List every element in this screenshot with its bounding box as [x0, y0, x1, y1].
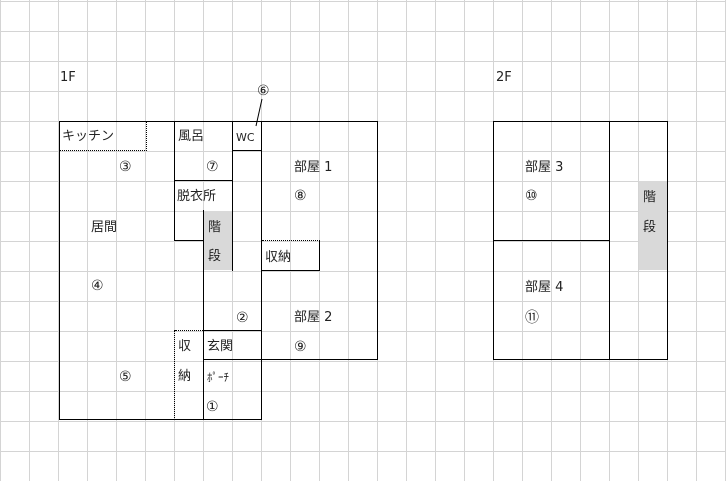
room-label-storage: 収納: [265, 250, 292, 265]
room-label-room2: 部屋 2: [294, 310, 333, 325]
wall: [174, 240, 204, 241]
marker-4: ④: [91, 278, 104, 294]
room-label-stairs-2f-1: 階: [643, 190, 657, 205]
marker-10: ⑩: [525, 188, 538, 204]
wall: [261, 359, 378, 360]
wall: [203, 359, 262, 360]
wall: [319, 240, 320, 271]
room-label-kitchen: キッチン: [62, 129, 115, 144]
room-label-room4: 部屋 4: [525, 280, 564, 295]
marker-11: ⑪: [525, 310, 539, 326]
wall: [203, 330, 262, 331]
wall: [59, 121, 378, 122]
room-label-storage-vertical-2: 納: [178, 369, 192, 384]
wall: [174, 180, 233, 181]
wall: [261, 270, 320, 271]
wall: [377, 121, 378, 360]
wall: [667, 121, 668, 360]
marker-3: ③: [119, 159, 132, 175]
wall: [261, 330, 262, 420]
wall: [493, 359, 668, 360]
marker-6: ⑥: [257, 83, 270, 99]
floor-label-1f: 1F: [60, 70, 76, 85]
room-label-stairs-2: 段: [208, 249, 222, 264]
wall: [59, 121, 60, 420]
marker-9: ⑨: [294, 339, 307, 355]
marker-1: ①: [206, 399, 219, 415]
wall: [59, 419, 262, 420]
room-label-wc: WC: [236, 131, 255, 144]
room-label-entrance: 玄関: [207, 339, 234, 354]
storage-divider: [175, 330, 203, 331]
storage-divider: [262, 240, 320, 241]
room-label-stairs-1: 階: [208, 220, 222, 235]
wall: [493, 121, 668, 122]
marker-8: ⑧: [294, 188, 307, 204]
marker-7: ⑦: [206, 159, 219, 175]
wall: [174, 121, 175, 241]
room-label-living: 居間: [91, 220, 118, 235]
wall: [261, 121, 262, 331]
floor-label-2f: 2F: [496, 70, 512, 85]
wall: [493, 240, 610, 241]
room-label-stairs-2f-2: 段: [643, 220, 657, 235]
kitchen-divider: [146, 121, 147, 151]
marker-2: ②: [236, 310, 249, 326]
kitchen-divider: [59, 150, 147, 151]
wall: [203, 210, 204, 420]
storage-divider: [174, 330, 175, 420]
room-label-room3: 部屋 3: [525, 160, 564, 175]
stairs-1f: [204, 211, 232, 270]
room-label-bath: 風呂: [178, 129, 205, 144]
room-label-dressing: 脱衣所: [177, 189, 217, 204]
stairs-2f: [639, 181, 667, 270]
room-label-room1: 部屋 1: [294, 160, 333, 175]
wall: [232, 121, 233, 271]
wall: [232, 150, 262, 151]
room-label-porch: ﾎﾟｰﾁ: [207, 371, 229, 384]
marker-5: ⑤: [119, 369, 132, 385]
room-label-storage-vertical-1: 収: [178, 339, 192, 354]
